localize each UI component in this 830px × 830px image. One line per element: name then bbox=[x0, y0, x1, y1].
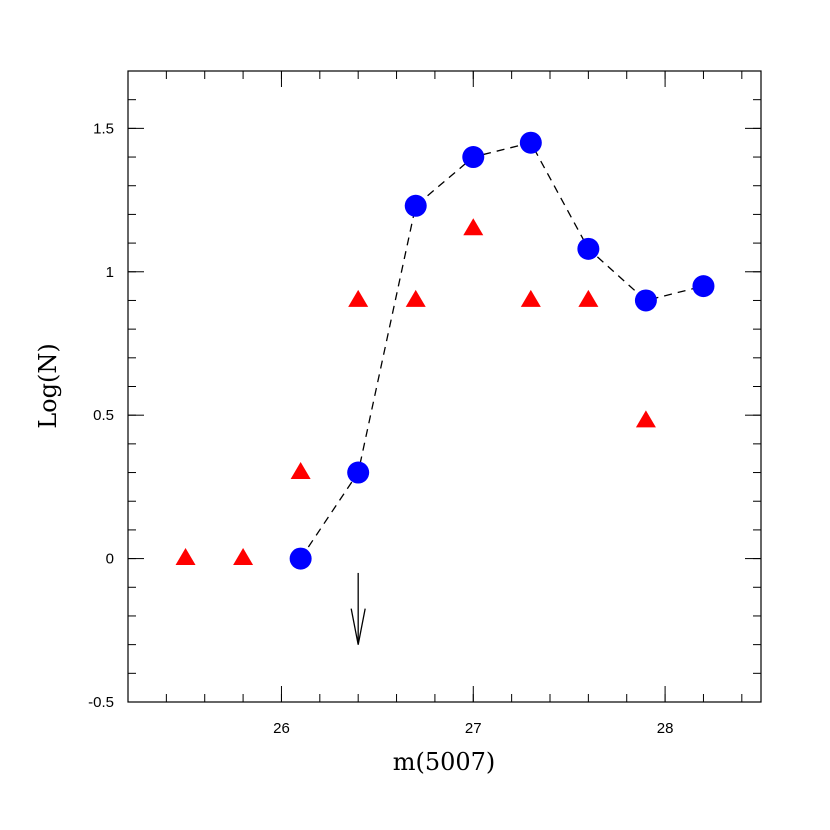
down-arrow-head bbox=[350, 608, 366, 645]
triangle-point bbox=[175, 548, 196, 566]
y-axis-title: Log(N) bbox=[34, 343, 62, 428]
circle-point bbox=[634, 289, 657, 312]
triangle-point bbox=[405, 289, 426, 307]
y-tick-label: -0.5 bbox=[88, 694, 114, 711]
y-tick-labels: -0.5 0 0.5 1 1.5 bbox=[88, 120, 114, 711]
x-axis-title: m(5007) bbox=[393, 748, 496, 776]
x-tick-label: 27 bbox=[465, 720, 482, 737]
circle-point bbox=[577, 237, 600, 260]
circle-point bbox=[462, 146, 485, 169]
series-layer bbox=[175, 131, 715, 570]
x-tick-labels: 26 27 28 bbox=[273, 720, 673, 737]
circle-point bbox=[289, 547, 312, 570]
annotation-layer bbox=[350, 572, 366, 645]
x-tick-label: 26 bbox=[273, 720, 290, 737]
y-tick-label: 0 bbox=[106, 551, 114, 568]
series-dashed-line bbox=[300, 141, 704, 559]
minor-ticks bbox=[127, 70, 761, 703]
circle-point bbox=[347, 461, 370, 484]
circle-point bbox=[404, 194, 427, 217]
plot-frame bbox=[127, 70, 762, 703]
circle-point bbox=[692, 275, 715, 298]
y-tick-label: 1 bbox=[106, 264, 114, 281]
triangle-point bbox=[233, 548, 254, 566]
series-triangle bbox=[175, 218, 656, 566]
circle-point bbox=[519, 131, 542, 154]
triangle-point bbox=[348, 289, 369, 307]
series-circle bbox=[289, 131, 715, 570]
y-tick-label: 0.5 bbox=[93, 407, 114, 424]
triangle-point bbox=[520, 289, 541, 307]
triangle-point bbox=[463, 218, 484, 236]
triangle-point bbox=[290, 462, 311, 480]
x-tick-label: 28 bbox=[657, 720, 674, 737]
y-tick-label: 1.5 bbox=[93, 120, 114, 137]
plot-border bbox=[127, 70, 762, 703]
triangle-point bbox=[578, 289, 599, 307]
triangle-point bbox=[635, 410, 656, 428]
major-ticks bbox=[128, 71, 761, 703]
